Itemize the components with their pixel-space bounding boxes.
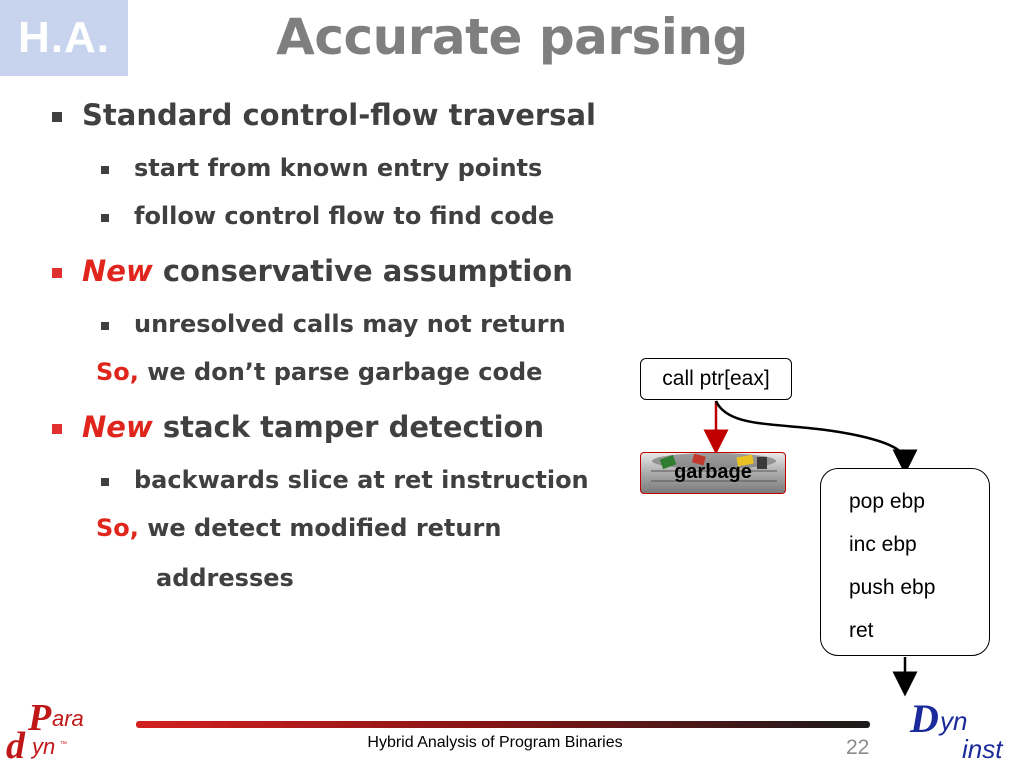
svg-text:d: d: [6, 725, 26, 762]
code-line: push ebp: [849, 576, 936, 599]
consequence-return: So, we detect modified return: [96, 514, 501, 542]
sub-bullet-backwards-slice: backwards slice at ret instruction: [134, 466, 589, 494]
bullet-standard-traversal: Standard control-flow traversal: [82, 98, 596, 132]
sub-bullet-marker: [101, 166, 109, 174]
svg-text:ara: ara: [52, 706, 84, 731]
svg-text:inst: inst: [962, 734, 1004, 764]
bullet-conservative-assumption: New conservative assumption: [82, 254, 573, 288]
call-instruction-box: call ptr[eax]: [640, 358, 792, 400]
bullet-text: conservative assumption: [152, 254, 573, 288]
consequence-continuation: addresses: [156, 564, 294, 592]
trash-can-icon: [651, 453, 777, 482]
sub-bullet-unresolved-calls: unresolved calls may not return: [134, 310, 566, 338]
consequence-text: we detect modified return: [138, 514, 502, 542]
sub-bullet-entry-points: start from known entry points: [134, 154, 543, 182]
slide-title: Accurate parsing: [276, 8, 748, 66]
section-badge: H.A.: [0, 0, 128, 76]
so-label: So,: [96, 358, 139, 386]
garbage-box: garbage: [640, 452, 786, 494]
new-emphasis: New: [82, 410, 153, 444]
sub-bullet-marker: [101, 478, 109, 486]
bullet-list: Standard control-flow traversal start fr…: [52, 98, 596, 592]
sub-bullet-follow-flow: follow control flow to find code: [134, 202, 555, 230]
bullet-marker: [52, 112, 62, 122]
page-number: 22: [846, 736, 870, 759]
code-line: inc ebp: [849, 533, 917, 556]
bullet-text: stack tamper detection: [152, 410, 545, 444]
svg-text:P: P: [27, 697, 52, 739]
garbage-label: garbage: [674, 461, 752, 483]
dyninst-logo: D yn inst: [909, 696, 1004, 764]
code-line: pop ebp: [849, 490, 925, 513]
code-block-box: pop ebp inc ebp push ebp ret: [820, 468, 990, 656]
paradyn-logo: P ara d yn ™: [6, 697, 84, 762]
footer-divider: [136, 721, 870, 728]
svg-text:yn: yn: [938, 706, 967, 736]
new-emphasis: New: [82, 254, 153, 288]
consequence-text: we don’t parse garbage code: [138, 358, 543, 386]
footer-title: Hybrid Analysis of Program Binaries: [367, 734, 623, 751]
svg-text:D: D: [909, 696, 939, 741]
bullet-stack-tamper: New stack tamper detection: [82, 410, 544, 444]
bullet-marker: [52, 424, 62, 434]
call-target-arrow: [714, 400, 918, 475]
code-line: ret: [849, 619, 874, 642]
so-label: So,: [96, 514, 139, 542]
consequence-garbage: So, we don’t parse garbage code: [96, 358, 542, 386]
svg-text:™: ™: [60, 741, 67, 748]
bullet-marker: [52, 268, 62, 278]
svg-text:yn: yn: [30, 734, 55, 759]
sub-bullet-marker: [101, 322, 109, 330]
sub-bullet-marker: [101, 214, 109, 222]
